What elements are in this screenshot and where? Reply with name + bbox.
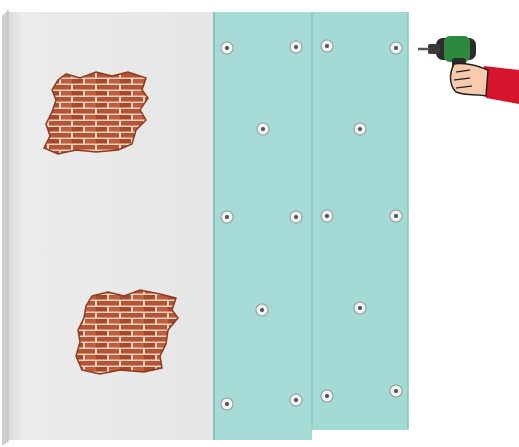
- hand-icon: [451, 63, 489, 96]
- screw-icon: [390, 210, 402, 222]
- screw-icon: [221, 398, 233, 410]
- screw-icon: [257, 123, 269, 135]
- screw-icon: [290, 394, 302, 406]
- screw-icon: [354, 123, 366, 135]
- cordless-drill-icon: [418, 36, 519, 104]
- drywall-panel-left: [214, 12, 312, 440]
- screw-icon: [321, 210, 333, 222]
- screw-icon: [221, 42, 233, 54]
- screw-icon: [390, 385, 402, 397]
- brick-patch-top: [44, 72, 148, 154]
- screw-icon: [390, 42, 402, 54]
- screw-icon: [290, 211, 302, 223]
- screw-icon: [321, 390, 333, 402]
- sleeve: [484, 66, 519, 104]
- screw-icon: [354, 302, 366, 314]
- screw-icon: [290, 41, 302, 53]
- screw-icon: [321, 40, 333, 52]
- screw-icon: [256, 304, 268, 316]
- screw-icon: [221, 211, 233, 223]
